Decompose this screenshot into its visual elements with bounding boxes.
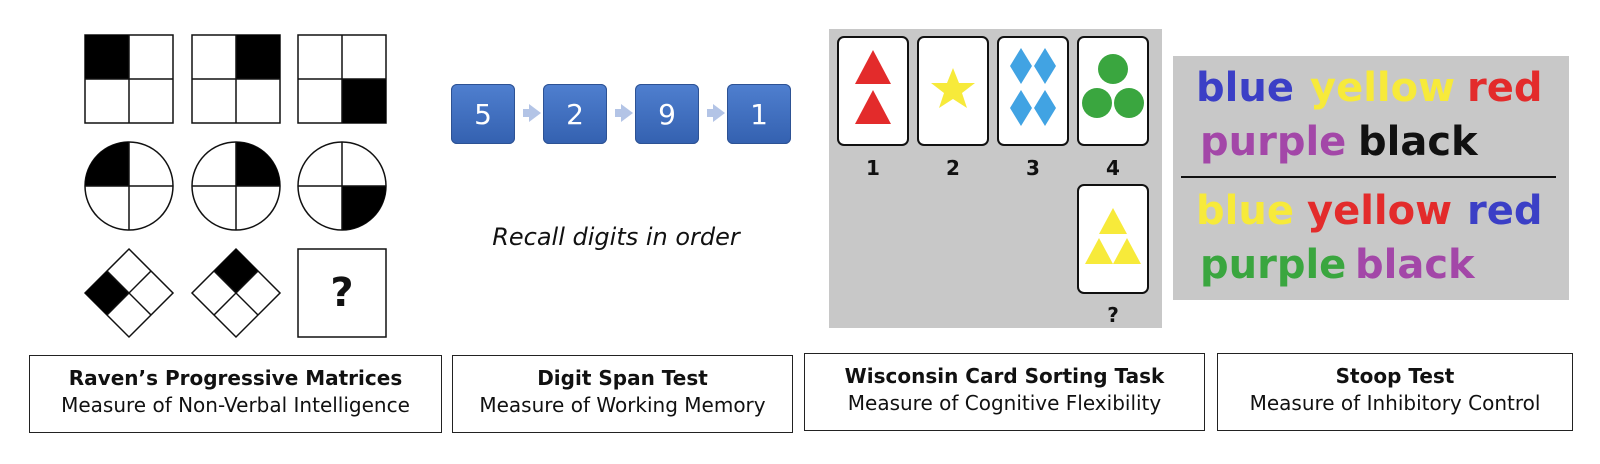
wcst-card-number-1: 1 [866,156,880,180]
matrix-cell-missing [297,248,387,338]
stroop-congruent-word-5: black [1358,119,1478,165]
wcst-caption-title: Wisconsin Card Sorting Task [844,364,1165,388]
arrow-right-icon [615,104,633,122]
stroop-congruent-word-2: yellow [1310,65,1456,111]
wcst-query-label: ? [1107,303,1119,327]
diamond-icon [1034,90,1056,126]
digit-box-4: 1 [727,84,791,144]
triangle-icon [855,50,891,84]
triangle-icon [1113,238,1141,264]
digit-box-3: 9 [635,84,699,144]
digit-box-1: 5 [451,84,515,144]
circle-icon [1082,88,1112,118]
ravens-caption: Raven’s Progressive Matrices Measure of … [29,355,442,433]
wcst-card-number-4: 4 [1106,156,1120,180]
matrix-cell-diamond-1 [83,247,175,339]
wcst-caption: Wisconsin Card Sorting Task Measure of C… [804,353,1205,431]
arrow-right-icon [523,104,541,122]
stroop-divider [1181,176,1556,178]
matrix-cell-circle-2 [191,141,281,231]
digit-span-instruction: Recall digits in order [492,223,740,251]
diamond-icon [1010,48,1032,84]
matrix-cell-square-1 [84,34,174,124]
stroop-incongruent-word-5: black [1355,242,1475,288]
wcst-caption-subtitle: Measure of Cognitive Flexibility [847,391,1162,415]
digit-box-2: 2 [543,84,607,144]
matrix-cell-square-3 [297,34,387,124]
triangle-icon [1085,238,1113,264]
wcst-card-4 [1077,36,1149,146]
digit-span-caption-subtitle: Measure of Working Memory [479,393,766,417]
stroop-incongruent-word-3: red [1467,188,1543,234]
digit-span-caption: Digit Span Test Measure of Working Memor… [452,355,793,433]
wcst-card-1 [837,36,909,146]
ravens-caption-subtitle: Measure of Non-Verbal Intelligence [61,393,410,417]
wcst-card-number-3: 3 [1026,156,1040,180]
ravens-matrix [83,34,387,339]
stroop-caption: Stoop Test Measure of Inhibitory Control [1217,353,1573,431]
stroop-congruent-word-4: purple [1200,119,1347,165]
stroop-congruent-word-3: red [1467,65,1543,111]
matrix-cell-circle-3 [297,141,387,231]
matrix-cell-circle-1 [84,141,174,231]
circle-icon [1114,88,1144,118]
wcst-card-2 [917,36,989,146]
diamond-icon [1010,90,1032,126]
circle-icon [1098,54,1128,84]
triangle-icon [855,90,891,124]
stroop-congruent-word-1: blue [1196,65,1294,111]
stroop-caption-subtitle: Measure of Inhibitory Control [1249,391,1541,415]
stroop-incongruent-word-1: blue [1196,188,1294,234]
arrow-right-icon [707,104,725,122]
stroop-incongruent-word-4: purple [1200,242,1347,288]
diamond-icon [1034,48,1056,84]
ravens-question-mark: ? [330,270,354,316]
digit-span-caption-title: Digit Span Test [537,366,708,390]
ravens-caption-title: Raven’s Progressive Matrices [68,366,403,390]
wcst-card-3 [997,36,1069,146]
triangle-icon [1099,208,1127,234]
matrix-cell-diamond-2 [190,247,282,339]
wcst-query-card [1077,184,1149,294]
digit-arrows [523,104,725,122]
matrix-cell-square-2 [191,34,281,124]
star-icon [931,68,975,108]
stroop-caption-title: Stoop Test [1335,364,1455,388]
wcst-card-number-2: 2 [946,156,960,180]
stroop-panel [1173,56,1569,300]
stroop-incongruent-word-2: yellow [1307,188,1453,234]
